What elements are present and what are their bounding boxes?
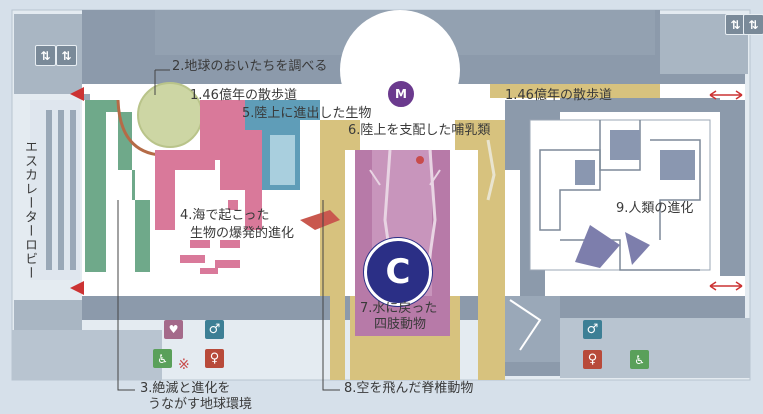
zone-pink [200, 100, 262, 230]
building-bottom [82, 296, 745, 376]
accessible-restroom-icon: ♿ [630, 350, 649, 369]
two-way-arrow-icon [709, 281, 743, 291]
escalator-lobby-label: エスカレーターロビー [22, 140, 37, 280]
asterisk-mark-icon: ※ [178, 357, 190, 373]
two-way-arrow-icon [709, 90, 743, 100]
restroom-men-icon: ♂ [583, 320, 602, 339]
restroom-women-icon: ♀ [205, 349, 224, 368]
accessible-restroom-icon: ♿ [153, 349, 172, 368]
exhibit-7-label-line2: 四肢動物 [374, 317, 427, 332]
exhibit-9-label: 9.人類の進化 [616, 201, 694, 216]
exhibit-8-label: 8.空を飛んだ脊椎動物 [344, 381, 474, 396]
elevator-icon [743, 14, 763, 35]
elevator-icon [35, 45, 56, 66]
path-right-label: 1.46億年の散歩道 [505, 88, 612, 103]
exhibit-4-label-line2: 生物の爆発的進化 [190, 226, 295, 241]
exhibit-3-label-line1: 3.絶滅と進化を [140, 381, 231, 396]
exhibit-6-label: 6.陸上を支配した哺乳類 [348, 123, 491, 138]
entrance-arrow-icon [70, 281, 84, 295]
path-left-label: 1.46億年の散歩道 [190, 88, 297, 103]
zone-green [85, 100, 118, 272]
exhibit-4-label-line1: 4.海で起こった [180, 208, 270, 223]
exhibit-5-label: 5.陸上に進出した生物 [242, 106, 372, 121]
restroom-women-icon: ♀ [583, 350, 602, 369]
exhibit-2-label: 2.地球のおいたちを調べる [172, 59, 328, 74]
entrance-arrow-icon [70, 87, 84, 101]
restroom-men-icon: ♂ [205, 320, 224, 339]
exhibit-7-label-line1: 7.水に戻った [360, 301, 438, 316]
museum-logo-icon: M [386, 79, 416, 109]
exhibit-3-label-line2: うながす地球環境 [148, 397, 253, 412]
elevator-icon [56, 45, 77, 66]
floor-mark: C [364, 238, 432, 306]
nursing-room-icon: ♥ [164, 320, 183, 339]
